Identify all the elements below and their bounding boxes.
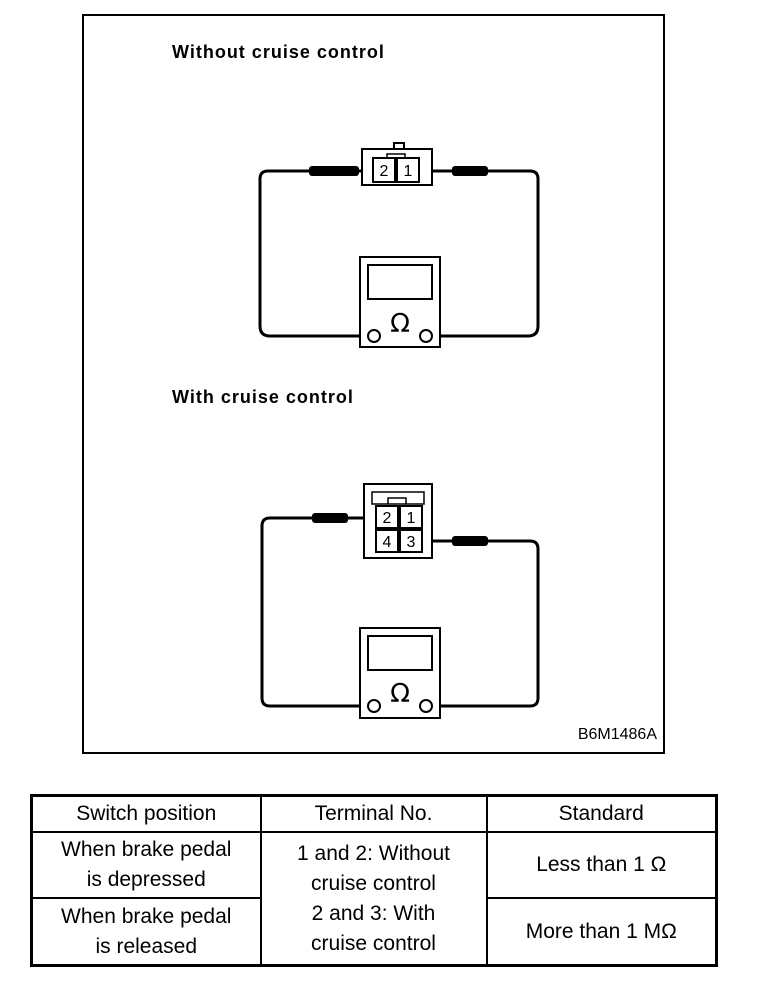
caption-with-cruise: With cruise control bbox=[172, 387, 354, 407]
meter-terminal bbox=[419, 699, 433, 713]
diagram-with-cruise: 2 1 4 3 Ω bbox=[260, 483, 540, 719]
connector-icon: 2 1 4 3 bbox=[363, 483, 433, 559]
cell-text: cruise control bbox=[311, 871, 436, 895]
cell-switch-position: When brake pedal is released bbox=[30, 897, 262, 967]
probe-icon bbox=[309, 166, 359, 176]
header-standard: Standard bbox=[485, 794, 718, 833]
wire-right bbox=[422, 169, 540, 338]
meter-terminal bbox=[367, 699, 381, 713]
specification-table: Switch position Terminal No. Standard Wh… bbox=[30, 794, 718, 967]
meter-terminal bbox=[367, 329, 381, 343]
header-terminal-no: Terminal No. bbox=[259, 794, 488, 833]
header-switch-position: Switch position bbox=[30, 794, 262, 833]
probe-icon bbox=[312, 513, 348, 523]
wire-right bbox=[420, 539, 540, 708]
ohm-symbol: Ω bbox=[390, 679, 410, 709]
wire-left bbox=[258, 169, 370, 338]
probe-icon bbox=[452, 166, 488, 176]
ohm-symbol: Ω bbox=[390, 309, 410, 339]
wire-left bbox=[260, 516, 374, 708]
meter-terminal bbox=[419, 329, 433, 343]
cell-standard: Less than 1 Ω bbox=[485, 830, 718, 900]
connector-icon: 2 1 bbox=[361, 142, 433, 186]
cell-text: is released bbox=[95, 934, 198, 958]
cell-text: cruise control bbox=[311, 931, 436, 955]
terminal-label: 2 bbox=[383, 510, 392, 527]
diagram-without-cruise: 2 1 Ω bbox=[258, 142, 540, 348]
ohmmeter-icon: Ω bbox=[359, 256, 441, 348]
table-row: When brake pedal is depressed 1 and 2: W… bbox=[30, 830, 718, 967]
terminal-label: 2 bbox=[380, 163, 389, 180]
terminal-label: 1 bbox=[404, 163, 413, 180]
terminal-label: 3 bbox=[407, 534, 416, 551]
terminal-label: 4 bbox=[383, 534, 392, 551]
cell-text: When brake pedal bbox=[61, 838, 232, 862]
cell-text: When brake pedal bbox=[61, 904, 232, 928]
figure-code: B6M1486A bbox=[577, 726, 657, 743]
caption-without-cruise: Without cruise control bbox=[172, 42, 385, 62]
probe-icon bbox=[452, 536, 488, 546]
wiring-diagram: 2 1 Ω bbox=[258, 142, 540, 719]
terminal-label: 1 bbox=[407, 510, 416, 527]
table-row: When brake pedal is released More than 1… bbox=[30, 897, 718, 967]
cell-text: is depressed bbox=[86, 868, 206, 892]
wiring-diagram-panel: 2 1 Ω bbox=[82, 14, 665, 754]
cell-terminal-no: 1 and 2: Without cruise control 2 and 3:… bbox=[259, 831, 488, 967]
cell-standard: More than 1 MΩ bbox=[485, 897, 718, 967]
cell-text: 2 and 3: With bbox=[311, 901, 436, 925]
cell-text: 1 and 2: Without bbox=[297, 841, 450, 865]
ohmmeter-icon: Ω bbox=[359, 627, 441, 719]
table-header-row: Switch position Terminal No. Standard bbox=[30, 794, 718, 833]
cell-switch-position: When brake pedal is depressed bbox=[30, 830, 262, 900]
